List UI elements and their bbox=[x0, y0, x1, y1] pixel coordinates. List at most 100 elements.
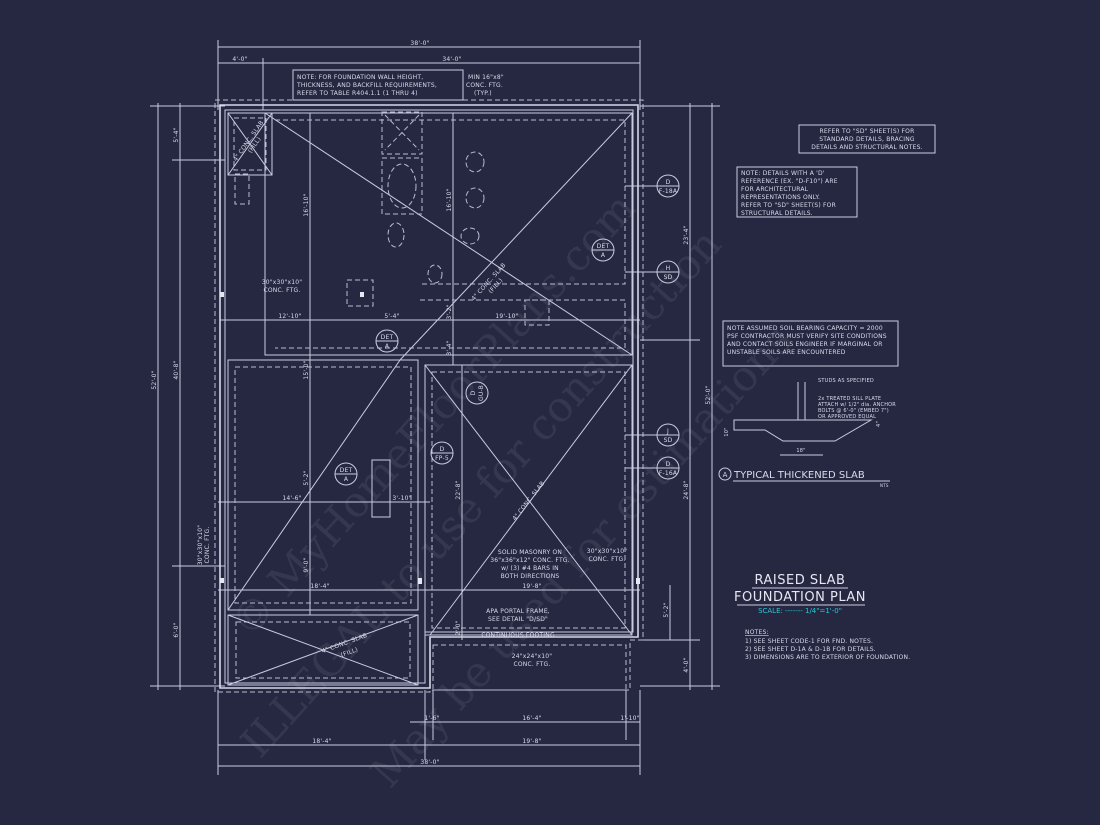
svg-text:24'-8": 24'-8" bbox=[683, 480, 690, 499]
callout-det-a: DETA bbox=[375, 329, 399, 353]
callout-det-a: DET A bbox=[334, 462, 358, 486]
svg-text:6'-0": 6'-0" bbox=[173, 622, 180, 637]
svg-text:14'-6": 14'-6" bbox=[282, 495, 301, 502]
svg-text:FP-5: FP-5 bbox=[435, 455, 449, 462]
svg-text:1) SEE SHEET CODE-1 FOR FND.: 1) SEE SHEET CODE-1 FOR FND. NOTES. bbox=[745, 638, 873, 645]
svg-text:FOR ARCHITECTURAL: FOR ARCHITECTURAL bbox=[741, 186, 809, 193]
svg-text:2'-0": 2'-0" bbox=[455, 620, 462, 635]
callout-d-f18a: DF-18A bbox=[656, 174, 680, 198]
svg-text:18'-4": 18'-4" bbox=[310, 583, 329, 590]
callout-d-fp5: D FP-5 bbox=[430, 441, 454, 465]
svg-text:3) DIMENSIONS ARE TO EXTERIOR: 3) DIMENSIONS ARE TO EXTERIOR OF FOUNDAT… bbox=[745, 654, 910, 661]
svg-text:H: H bbox=[666, 265, 671, 272]
svg-text:4": 4" bbox=[876, 421, 882, 427]
svg-text:STRUCTURAL DETAILS.: STRUCTURAL DETAILS. bbox=[741, 210, 813, 217]
svg-text:ATTACH w/ 1/2" dia. ANCHOR: ATTACH w/ 1/2" dia. ANCHOR bbox=[818, 402, 896, 408]
svg-text:CONC. FTG.: CONC. FTG. bbox=[466, 82, 503, 89]
svg-text:DET: DET bbox=[597, 243, 610, 250]
svg-text:DET: DET bbox=[381, 334, 394, 341]
svg-text:5'-4": 5'-4" bbox=[384, 313, 399, 320]
svg-text:10": 10" bbox=[724, 427, 730, 436]
svg-text:STUDS AS SPECIFIED: STUDS AS SPECIFIED bbox=[818, 378, 874, 384]
svg-text:A: A bbox=[344, 476, 349, 483]
svg-text:D: D bbox=[666, 179, 671, 186]
svg-text:SEE DETAIL "D/SD": SEE DETAIL "D/SD" bbox=[488, 616, 548, 623]
svg-text:23'-4": 23'-4" bbox=[683, 225, 690, 244]
svg-text:SD: SD bbox=[664, 274, 673, 281]
svg-text:APA PORTAL FRAME,: APA PORTAL FRAME, bbox=[486, 608, 550, 615]
svg-text:A: A bbox=[723, 471, 728, 479]
svg-text:40'-8": 40'-8" bbox=[173, 360, 180, 379]
svg-text:19'-8": 19'-8" bbox=[522, 583, 541, 590]
svg-text:38'-0": 38'-0" bbox=[420, 759, 439, 766]
callout-d-f16a: D F-16A bbox=[656, 456, 680, 480]
svg-text:16'-10": 16'-10" bbox=[303, 193, 310, 216]
svg-text:F-16A: F-16A bbox=[659, 470, 678, 477]
svg-text:D: D bbox=[440, 446, 445, 453]
svg-text:NOTES:: NOTES: bbox=[745, 629, 769, 636]
svg-text:PSF CONTRACTOR MUST VERIFY SIT: PSF CONTRACTOR MUST VERIFY SITE CONDITIO… bbox=[727, 333, 887, 340]
svg-text:4'-0": 4'-0" bbox=[683, 657, 690, 672]
svg-text:2x TREATED SILL PLATE: 2x TREATED SILL PLATE bbox=[818, 396, 881, 402]
svg-text:DET: DET bbox=[340, 467, 353, 474]
svg-text:1'-6": 1'-6" bbox=[424, 715, 439, 722]
svg-text:CONC. FTG.: CONC. FTG. bbox=[204, 527, 211, 564]
svg-text:THICKNESS, AND BACKFILL REQUIR: THICKNESS, AND BACKFILL REQUIREMENTS, bbox=[296, 82, 437, 89]
svg-text:36"x36"x12" CONC. FTG.: 36"x36"x12" CONC. FTG. bbox=[490, 557, 570, 564]
callout-j-sd: J SD bbox=[656, 423, 680, 447]
svg-text:SOLID MASONRY ON: SOLID MASONRY ON bbox=[498, 549, 562, 556]
svg-text:REFER TO TABLE R404.1.1 (1 THR: REFER TO TABLE R404.1.1 (1 THRU 4) bbox=[297, 90, 418, 97]
svg-text:52'-0": 52'-0" bbox=[705, 385, 712, 404]
svg-text:REPRESENTATIONS ONLY.: REPRESENTATIONS ONLY. bbox=[741, 194, 820, 201]
svg-text:19'-8": 19'-8" bbox=[522, 738, 541, 745]
svg-text:16'-10": 16'-10" bbox=[446, 188, 453, 211]
svg-text:A: A bbox=[601, 252, 606, 259]
svg-text:BOLTS @ 6'-0" (EMBED 7"): BOLTS @ 6'-0" (EMBED 7") bbox=[818, 408, 889, 414]
plan-title-block: RAISED SLAB FOUNDATION PLAN SCALE: -----… bbox=[734, 573, 910, 661]
svg-text:CONC. FTG.: CONC. FTG. bbox=[264, 287, 301, 294]
svg-text:30"x30"x10": 30"x30"x10" bbox=[197, 525, 204, 566]
svg-text:UNSTABLE SOILS ARE ENCOUNTERED: UNSTABLE SOILS ARE ENCOUNTERED bbox=[727, 349, 846, 356]
svg-text:J: J bbox=[666, 428, 669, 435]
svg-text:CONC. FTG.: CONC. FTG. bbox=[514, 661, 551, 668]
svg-text:3'-2": 3'-2" bbox=[446, 304, 453, 319]
svg-text:STANDARD DETAILS, BRACING: STANDARD DETAILS, BRACING bbox=[819, 136, 915, 143]
svg-text:D: D bbox=[666, 461, 671, 468]
callout-h-sd: H SD bbox=[656, 260, 680, 284]
svg-text:MIN 16"x8": MIN 16"x8" bbox=[468, 74, 504, 81]
svg-text:SD: SD bbox=[664, 437, 673, 444]
svg-text:12'-10": 12'-10" bbox=[278, 313, 301, 320]
general-notes: REFER TO "SD" SHEET(S) FOR STANDARD DETA… bbox=[722, 124, 936, 367]
svg-text:16'-4": 16'-4" bbox=[522, 715, 541, 722]
svg-text:NOTE ASSUMED SOIL BEARING CAPA: NOTE ASSUMED SOIL BEARING CAPACITY = 200… bbox=[727, 325, 883, 332]
svg-text:NOTE: FOR FOUNDATION WALL HEIG: NOTE: FOR FOUNDATION WALL HEIGHT, bbox=[297, 74, 423, 81]
svg-text:BOTH DIRECTIONS: BOTH DIRECTIONS bbox=[501, 573, 560, 580]
svg-text:52'-0": 52'-0" bbox=[151, 370, 158, 389]
svg-text:GU-B: GU-B bbox=[478, 385, 485, 401]
svg-text:18": 18" bbox=[796, 448, 805, 454]
svg-text:REFER TO "SD" SHEET(S) FOR: REFER TO "SD" SHEET(S) FOR bbox=[741, 202, 836, 209]
svg-text:18'-4": 18'-4" bbox=[312, 738, 331, 745]
dimension-labels: 38'-0" 4'-0" 34'-0" 52'-0" 40'-8" 5'-4" … bbox=[151, 40, 712, 766]
svg-text:5'-2": 5'-2" bbox=[303, 470, 310, 485]
svg-text:NOTE: DETAILS WITH A 'D': NOTE: DETAILS WITH A 'D' bbox=[741, 170, 825, 177]
thickened-slab-detail: STUDS AS SPECIFIED 2x TREATED SILL PLATE… bbox=[718, 378, 896, 488]
svg-text:19'-10": 19'-10" bbox=[495, 313, 518, 320]
svg-text:9'-0": 9'-0" bbox=[303, 557, 310, 572]
svg-text:4'-0": 4'-0" bbox=[232, 56, 247, 63]
svg-text:30"x30"x10": 30"x30"x10" bbox=[262, 279, 303, 286]
svg-text:SCALE: ------- 1/4"=1'-0": SCALE: ------- 1/4"=1'-0" bbox=[758, 607, 842, 615]
svg-text:5'-4": 5'-4" bbox=[173, 127, 180, 142]
svg-text:24"x24"x10": 24"x24"x10" bbox=[512, 653, 553, 660]
svg-text:FOUNDATION PLAN: FOUNDATION PLAN bbox=[734, 590, 866, 605]
svg-text:34'-0": 34'-0" bbox=[442, 56, 461, 63]
svg-text:22'-8": 22'-8" bbox=[455, 480, 462, 499]
svg-text:(TYP.): (TYP.) bbox=[474, 90, 492, 97]
svg-text:DETAILS AND STRUCTURAL NOTES.: DETAILS AND STRUCTURAL NOTES. bbox=[811, 144, 922, 151]
svg-text:38'-0": 38'-0" bbox=[410, 40, 429, 47]
svg-text:NTS: NTS bbox=[880, 483, 889, 488]
svg-text:D: D bbox=[470, 390, 477, 395]
svg-text:3'-4": 3'-4" bbox=[446, 340, 453, 355]
svg-text:w/ (3) #4 BARS IN: w/ (3) #4 BARS IN bbox=[501, 565, 559, 572]
